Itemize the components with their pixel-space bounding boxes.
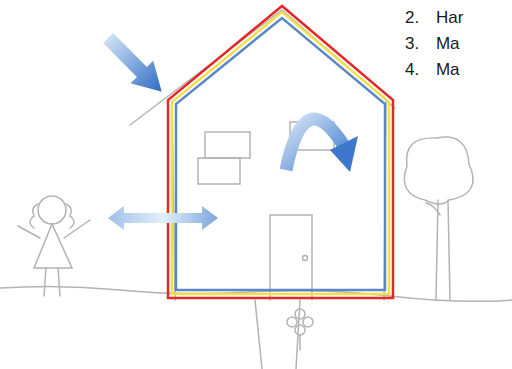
window — [205, 132, 250, 158]
flower — [287, 309, 313, 350]
list-item: 2. Har — [405, 8, 463, 28]
sketch-walls — [172, 100, 386, 300]
arrow-curve — [286, 119, 344, 170]
blue-outline — [176, 18, 385, 290]
yellow-outline — [172, 12, 389, 294]
girl — [18, 196, 90, 296]
red-outline — [168, 6, 393, 298]
arrow-shape — [97, 27, 173, 103]
exchange-arrow — [108, 206, 218, 230]
window — [198, 158, 240, 184]
list-item: 3. Ma — [405, 34, 460, 54]
incoming-arrow — [97, 27, 173, 103]
house-outlines — [168, 6, 393, 298]
path-lines — [255, 300, 300, 369]
list-item: 4. Ma — [405, 60, 460, 80]
arrow-head — [330, 136, 358, 172]
door — [270, 215, 312, 300]
door-knob — [303, 256, 308, 261]
circulation-arrow — [286, 119, 358, 172]
pencil-sketch — [0, 10, 512, 369]
tree — [404, 137, 473, 300]
